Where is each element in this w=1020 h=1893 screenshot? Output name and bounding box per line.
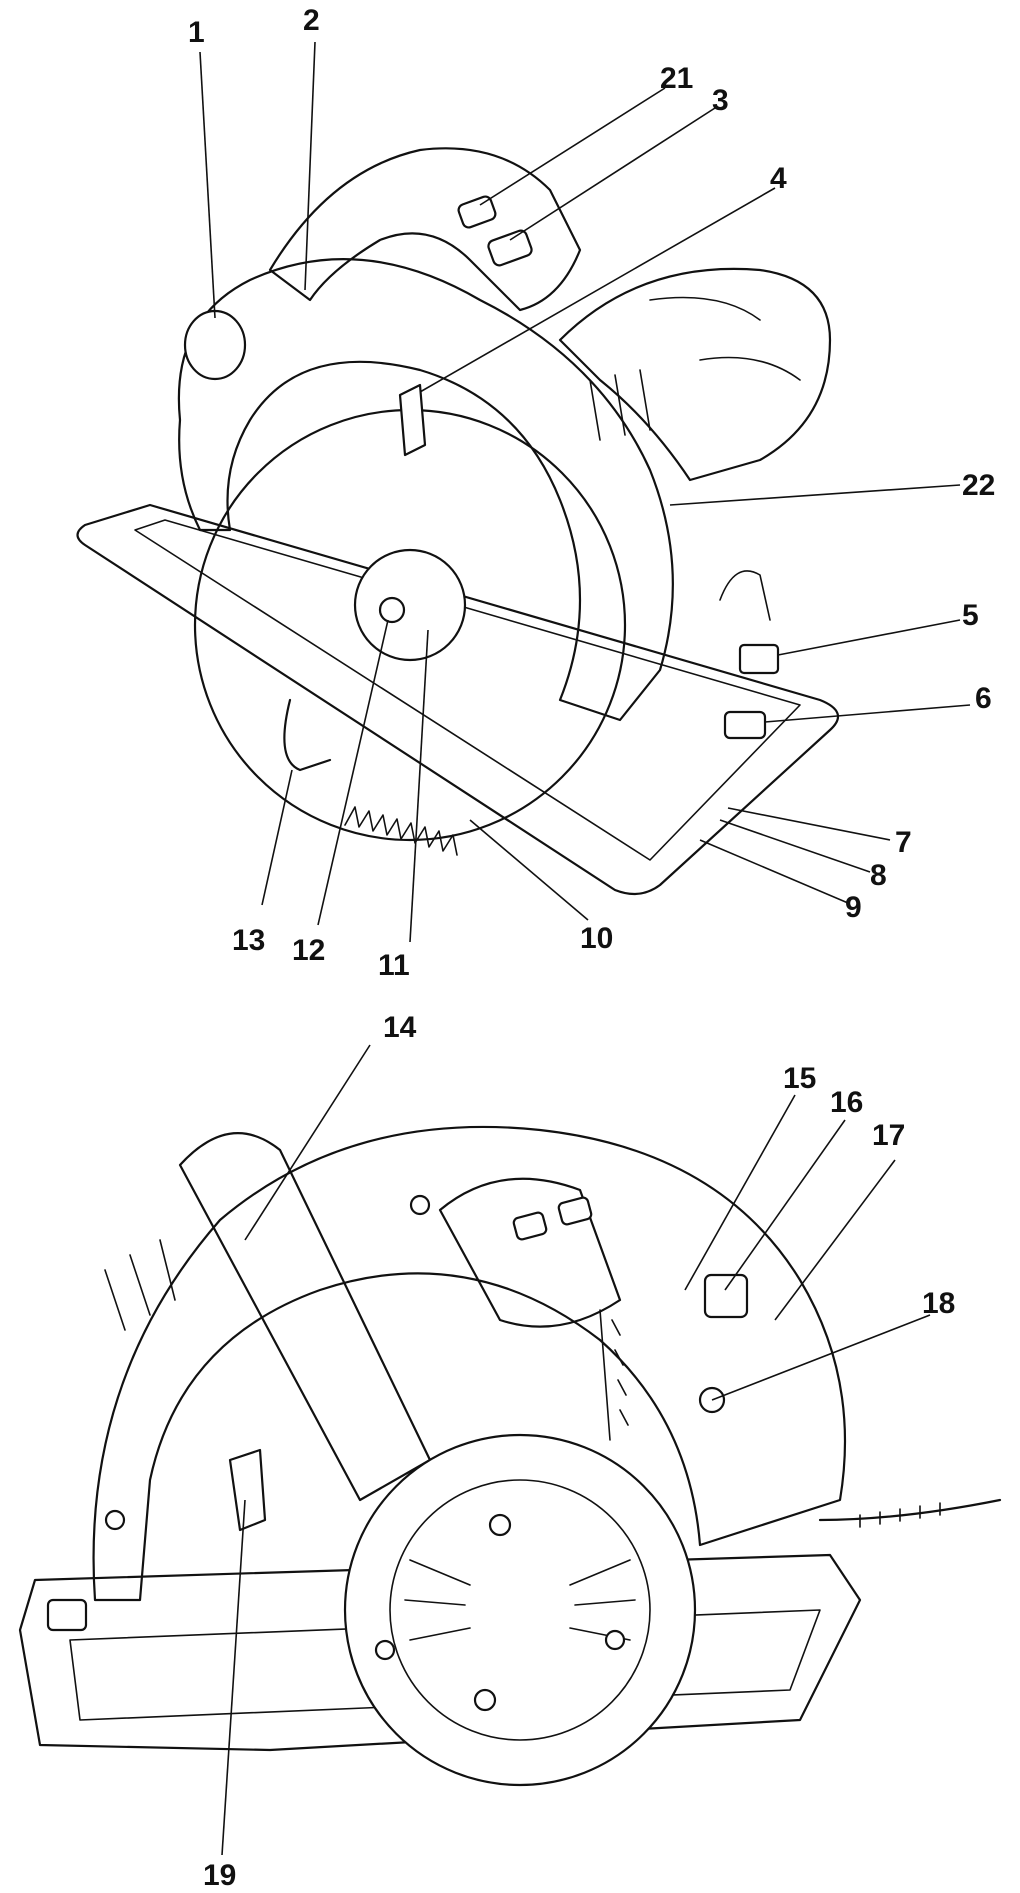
callout-14: 14 xyxy=(383,1011,417,1044)
callout-5: 5 xyxy=(962,599,979,632)
bottom-leaders xyxy=(221,1044,931,1856)
trigger-housing xyxy=(438,1177,622,1328)
depth-scale xyxy=(599,1309,629,1441)
callout-16: 16 xyxy=(830,1086,863,1119)
riving-knife xyxy=(228,1448,267,1532)
base-plate xyxy=(76,503,840,896)
base-plate-rear xyxy=(18,1553,862,1752)
motor-end-cap xyxy=(343,1433,697,1787)
motor-housing xyxy=(558,267,832,482)
callout-6: 6 xyxy=(975,682,992,715)
upper-blade-guard xyxy=(177,258,674,722)
blade-bolt xyxy=(378,596,406,624)
callout-10: 10 xyxy=(580,922,613,955)
saw-motor-view xyxy=(18,1125,1002,1787)
callout-2: 2 xyxy=(303,4,320,37)
saw-side-view xyxy=(76,147,840,896)
callout-11: 11 xyxy=(378,949,410,982)
main-handle xyxy=(268,147,582,312)
callout-labels: 1 2 21 3 4 22 5 6 7 8 9 10 11 12 13 14 1… xyxy=(188,4,995,1892)
blade-teeth xyxy=(344,806,458,856)
callout-4: 4 xyxy=(770,162,787,195)
front-handle-knob xyxy=(183,309,247,381)
callout-17: 17 xyxy=(872,1119,905,1152)
upper-guard-rear xyxy=(92,1125,847,1602)
callout-19: 19 xyxy=(203,1859,236,1892)
callout-15: 15 xyxy=(783,1062,816,1095)
callout-8: 8 xyxy=(870,859,887,892)
guard-lever xyxy=(398,383,427,457)
power-cord xyxy=(818,1498,1002,1522)
rear-handle xyxy=(178,1132,432,1502)
callout-18: 18 xyxy=(922,1287,955,1320)
callout-1: 1 xyxy=(188,16,205,49)
callout-9: 9 xyxy=(845,891,862,924)
callout-3: 3 xyxy=(712,84,729,117)
lock-off-button xyxy=(457,195,497,229)
lower-guard-lever xyxy=(283,698,332,772)
motor-vent-grille xyxy=(389,1479,651,1741)
bevel-lock xyxy=(738,643,780,675)
outer-flange xyxy=(353,548,467,662)
callout-7: 7 xyxy=(895,826,912,859)
callout-22: 22 xyxy=(962,469,995,502)
callout-21: 21 xyxy=(660,62,693,95)
callout-13: 13 xyxy=(232,924,265,957)
top-leaders xyxy=(199,41,971,943)
trigger-switch xyxy=(487,229,533,267)
depth-lock-knob xyxy=(723,710,767,740)
callout-12: 12 xyxy=(292,934,325,967)
guide-clamp xyxy=(46,1598,88,1632)
bevel-scale xyxy=(719,570,771,621)
spindle-lock-button xyxy=(703,1273,749,1319)
